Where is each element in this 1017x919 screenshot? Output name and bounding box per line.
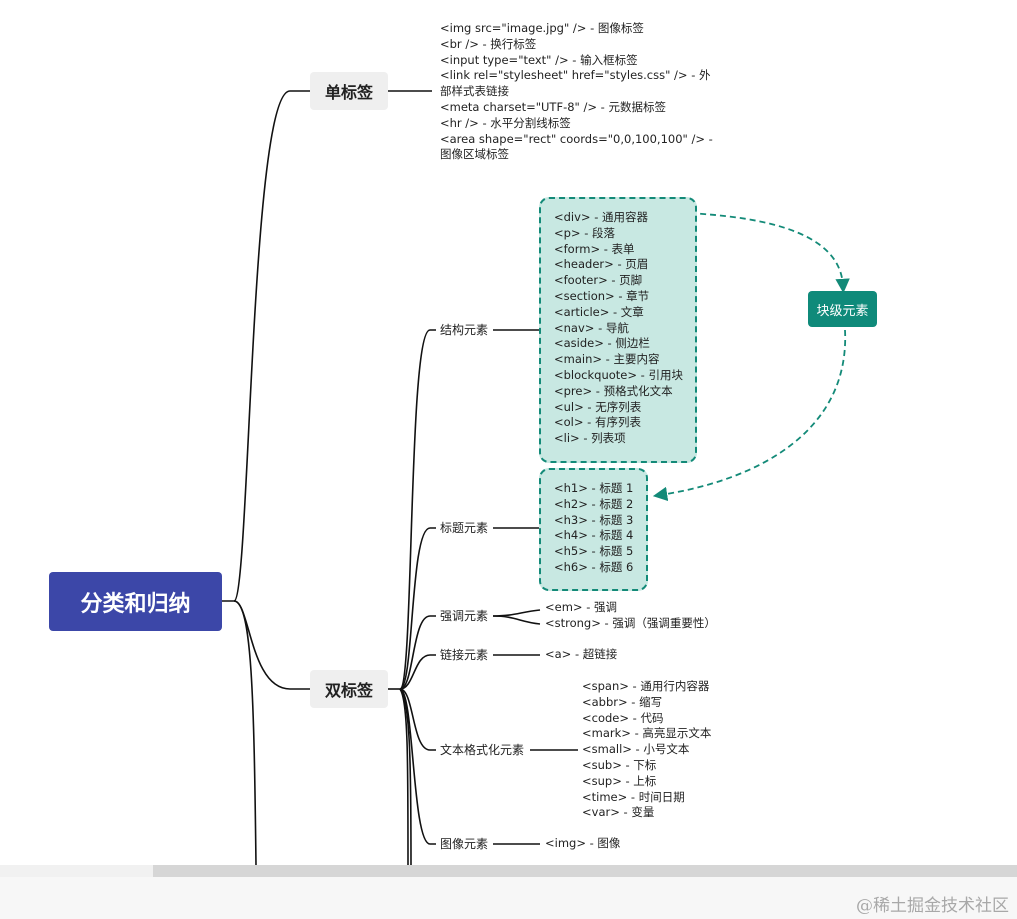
list-item: 图像区域标签 — [440, 147, 509, 162]
list-item: <aside> - 侧边栏 — [554, 336, 650, 351]
horizontal-scrollbar-thumb[interactable] — [153, 865, 1017, 877]
node-link-elements[interactable]: 链接元素 — [440, 648, 489, 662]
list-item: <form> - 表单 — [554, 241, 635, 256]
list-item: <meta charset="UTF-8" /> - 元数据标签 — [440, 99, 666, 114]
list-item: <area shape="rect" coords="0,0,100,100" … — [440, 131, 713, 146]
structure-elements-group — [539, 197, 697, 463]
footer-bar — [0, 877, 1017, 919]
list-item: <h1> - 标题 1 — [554, 481, 634, 495]
list-item: <a> - 超链接 — [545, 647, 618, 661]
list-item: 部样式表链接 — [440, 84, 509, 99]
watermark: @稀土掘金技术社区 — [856, 896, 1009, 916]
list-item: <h6> - 标题 6 — [554, 559, 634, 574]
list-item: <h5> - 标题 5 — [554, 544, 634, 559]
list-item: <h3> - 标题 3 — [554, 512, 634, 527]
list-item: <div> - 通用容器 — [554, 210, 649, 224]
list-item: <pre> - 预格式化文本 — [554, 383, 673, 398]
list-item: <hr /> - 水平分割线标签 — [440, 115, 571, 130]
node-structure-elements[interactable]: 结构元素 — [440, 323, 489, 337]
block-elements-annotation[interactable]: 块级元素 — [808, 291, 877, 327]
list-item: <em> - 强调 — [545, 600, 618, 614]
list-item: <p> - 段落 — [554, 225, 616, 240]
list-item: <mark> - 高亮显示文本 — [582, 726, 712, 741]
list-item: <ul> - 无序列表 — [554, 399, 642, 414]
link-elements-list: <a> - 超链接 — [545, 647, 617, 663]
list-item: <var> - 变量 — [582, 805, 655, 820]
node-text-format-elements[interactable]: 文本格式化元素 — [440, 743, 525, 757]
heading-elements-group — [539, 468, 648, 591]
list-item: <img src="image.jpg" /> - 图像标签 — [440, 21, 644, 35]
list-item: <h4> - 标题 4 — [554, 528, 634, 543]
emphasis-elements-list: <em> - 强调 <strong> - 强调（强调重要性） — [545, 600, 716, 632]
list-item: <link rel="stylesheet" href="styles.css"… — [440, 68, 711, 83]
node-single-tags[interactable]: 单标签 — [310, 72, 388, 110]
node-double-tags[interactable]: 双标签 — [310, 670, 388, 708]
node-image-elements[interactable]: 图像元素 — [440, 837, 489, 851]
image-elements-list: <img> - 图像 — [545, 836, 620, 852]
list-item: <header> - 页眉 — [554, 257, 649, 272]
list-item: <li> - 列表项 — [554, 431, 626, 446]
node-emphasis-elements[interactable]: 强调元素 — [440, 609, 489, 623]
list-item: <code> - 代码 — [582, 710, 664, 725]
heading-elements-list: <h1> - 标题 1 <h2> - 标题 2 <h3> - 标题 3 <h4>… — [554, 481, 633, 576]
list-item: <sup> - 上标 — [582, 773, 657, 788]
list-item: <input type="text" /> - 输入框标签 — [440, 52, 638, 67]
list-item: <article> - 文章 — [554, 304, 644, 319]
list-item: <small> - 小号文本 — [582, 742, 690, 757]
list-item: <h2> - 标题 2 — [554, 496, 634, 511]
list-item: <sub> - 下标 — [582, 757, 657, 772]
list-item: <section> - 章节 — [554, 288, 650, 303]
single-tags-list: <img src="image.jpg" /> - 图像标签 <br /> - … — [440, 21, 713, 163]
structure-elements-list: <div> - 通用容器 <p> - 段落 <form> - 表单 <heade… — [554, 210, 683, 447]
list-item: <strong> - 强调（强调重要性） — [545, 615, 716, 630]
list-item: <blockquote> - 引用块 — [554, 367, 683, 382]
list-item: <nav> - 导航 — [554, 320, 629, 335]
list-item: <span> - 通用行内容器 — [582, 679, 710, 693]
list-item: <main> - 主要内容 — [554, 352, 660, 367]
list-item: <ol> - 有序列表 — [554, 415, 641, 430]
list-item: <abbr> - 缩写 — [582, 694, 663, 709]
list-item: <br /> - 换行标签 — [440, 36, 537, 51]
list-item: <time> - 时间日期 — [582, 789, 685, 804]
list-item: <img> - 图像 — [545, 836, 621, 850]
list-item: <footer> - 页脚 — [554, 273, 643, 288]
root-node[interactable]: 分类和归纳 — [49, 572, 222, 631]
node-heading-elements[interactable]: 标题元素 — [440, 521, 489, 535]
text-format-elements-list: <span> - 通用行内容器 <abbr> - 缩写 <code> - 代码 … — [582, 679, 711, 821]
